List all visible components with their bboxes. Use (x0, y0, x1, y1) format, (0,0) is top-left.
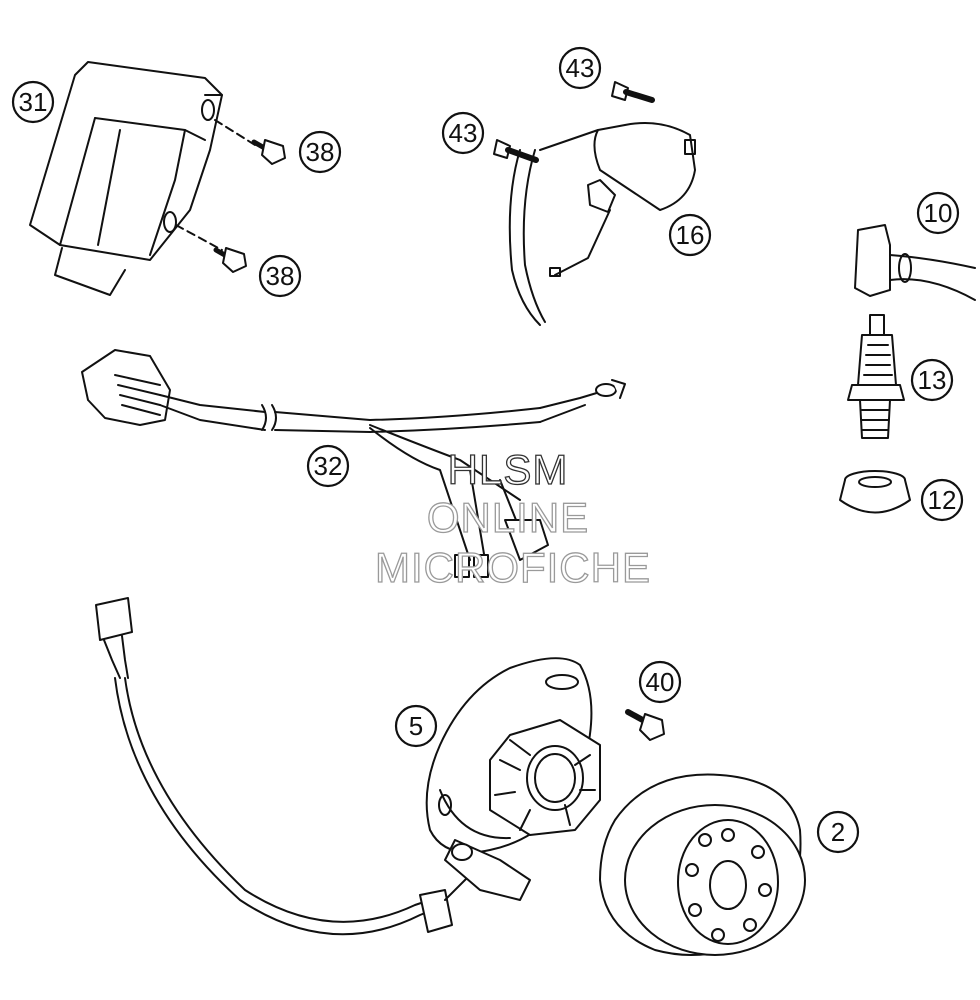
spark-plug-cap (854, 224, 976, 301)
callout-31: 31 (11, 80, 55, 124)
callout-40-label: 40 (646, 667, 675, 697)
flywheel (599, 773, 806, 956)
bolt-38-upper (251, 139, 286, 165)
bolt-38-lower (213, 247, 247, 273)
watermark-line-2: ONLINE (427, 494, 589, 541)
callout-10: 10 (916, 191, 960, 235)
spark-plug (847, 314, 905, 439)
callout-38-upper: 38 (298, 130, 342, 174)
callout-43-lower: 43 (441, 111, 485, 155)
watermark-line-1: HLSM (448, 446, 569, 493)
watermark: HLSM ONLINE MICROFICHE (374, 445, 651, 591)
bolt-40 (625, 709, 665, 741)
callout-16-label: 16 (676, 220, 705, 250)
callout-43-upper: 43 (558, 46, 602, 90)
wiring-harness (81, 349, 626, 578)
callout-38-lower: 38 (258, 254, 302, 298)
callout-38-lower-label: 38 (266, 261, 295, 291)
callout-32: 32 (306, 444, 350, 488)
grommet (839, 470, 911, 514)
callout-16: 16 (668, 213, 712, 257)
bolt-43-upper (611, 81, 655, 103)
callout-2-label: 2 (831, 817, 845, 847)
callout-43-upper-label: 43 (566, 53, 595, 83)
callout-13: 13 (910, 358, 954, 402)
ignition-coil (508, 122, 696, 326)
callout-32-label: 32 (314, 451, 343, 481)
watermark-line-3: MICROFICHE (375, 544, 651, 591)
callout-40: 40 (638, 660, 682, 704)
callout-5: 5 (394, 704, 438, 748)
callout-43-lower-label: 43 (449, 118, 478, 148)
bolt-43-lower (493, 139, 539, 163)
callout-2: 2 (816, 810, 860, 854)
callout-12: 12 (920, 478, 964, 522)
cdi-unit (29, 61, 223, 296)
stator-wire (95, 597, 479, 936)
callout-12-label: 12 (928, 485, 957, 515)
callout-31-label: 31 (19, 87, 48, 117)
callout-38-upper-label: 38 (306, 137, 335, 167)
callout-10-label: 10 (924, 198, 953, 228)
stator (425, 657, 601, 901)
callout-13-label: 13 (918, 365, 947, 395)
callout-5-label: 5 (409, 711, 423, 741)
